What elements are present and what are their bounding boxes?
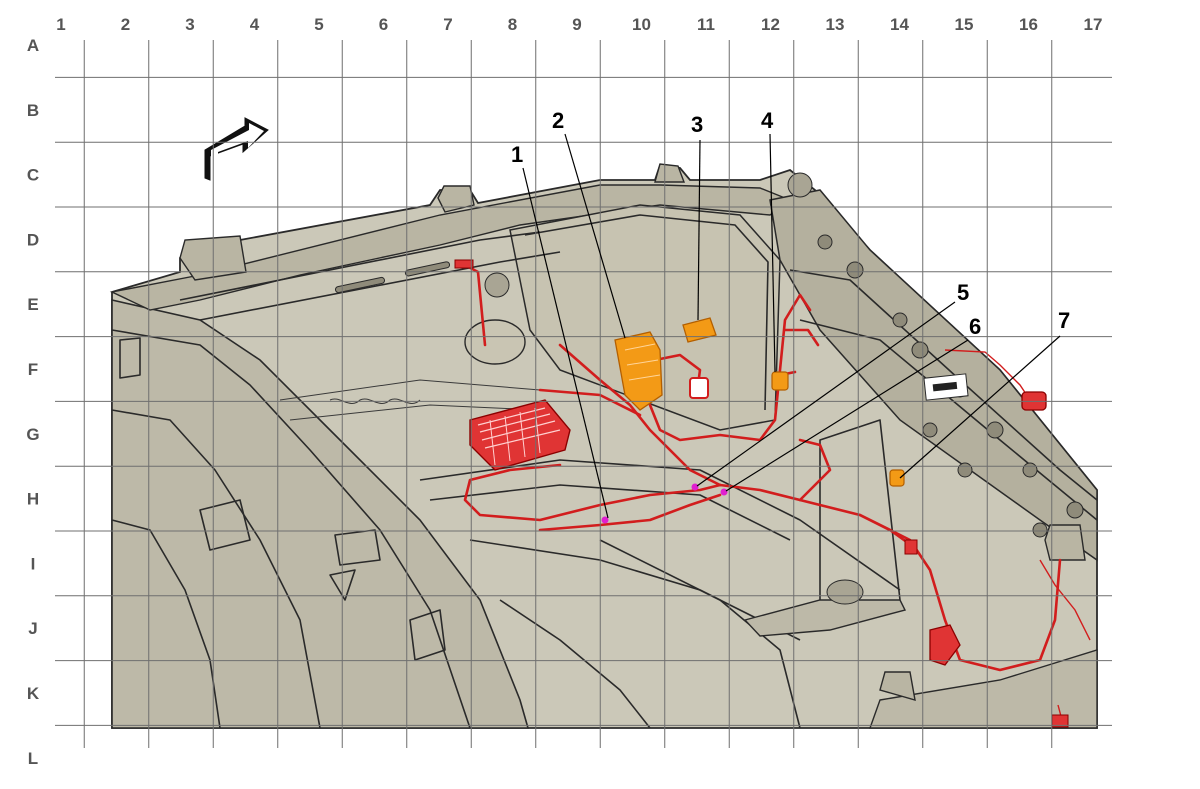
column-label: 11 [697, 15, 715, 34]
column-label: 17 [1084, 15, 1103, 34]
row-label: B [27, 101, 39, 120]
column-label: 6 [379, 15, 388, 34]
column-label: 1 [56, 15, 65, 34]
row-label: G [26, 425, 39, 444]
column-label: 4 [250, 15, 260, 34]
column-label: 8 [508, 15, 517, 34]
callout-6: 6 [969, 314, 981, 339]
column-label: 16 [1019, 15, 1038, 34]
callout-2: 2 [552, 108, 564, 133]
callout-5: 5 [957, 280, 969, 305]
column-label: 7 [443, 15, 452, 34]
row-label: H [27, 490, 39, 509]
rear-crossmember [109, 184, 792, 311]
row-label: J [28, 619, 37, 638]
module-connector-2 [614, 331, 663, 411]
column-label: 14 [890, 15, 909, 34]
row-label: I [31, 554, 36, 573]
floor-tub [509, 204, 781, 431]
row-label: A [27, 36, 39, 55]
reference-grid [55, 40, 1112, 748]
fuse-box [469, 399, 571, 471]
row-labels: A B C D E F G H I J K L [26, 36, 39, 768]
row-label: L [28, 749, 38, 768]
row-label: F [28, 360, 38, 379]
splice-point [720, 488, 728, 496]
callout-4: 4 [761, 108, 774, 133]
row-label: C [27, 166, 39, 185]
column-label: 5 [314, 15, 323, 34]
column-label: 9 [572, 15, 581, 34]
column-label: 13 [826, 15, 845, 34]
row-label: E [27, 295, 38, 314]
connector-f12 [771, 371, 789, 391]
splice-point [601, 516, 609, 524]
vehicle-underbody [109, 163, 1098, 729]
splice-point [691, 483, 699, 491]
column-label: 10 [632, 15, 651, 34]
callout-numbers: 1 2 3 4 5 6 7 [511, 108, 1070, 339]
forward-arrow-icon [204, 117, 269, 181]
column-label: 15 [955, 15, 974, 34]
callout-7: 7 [1058, 308, 1070, 333]
column-label: 3 [185, 15, 194, 34]
column-label: 12 [761, 15, 780, 34]
callout-1: 1 [511, 142, 523, 167]
row-label: K [27, 684, 40, 703]
connector-7 [889, 469, 905, 487]
callout-3: 3 [691, 112, 703, 137]
callout-leaders [522, 133, 1061, 519]
row-label: D [27, 230, 39, 249]
column-label: 2 [121, 15, 130, 34]
